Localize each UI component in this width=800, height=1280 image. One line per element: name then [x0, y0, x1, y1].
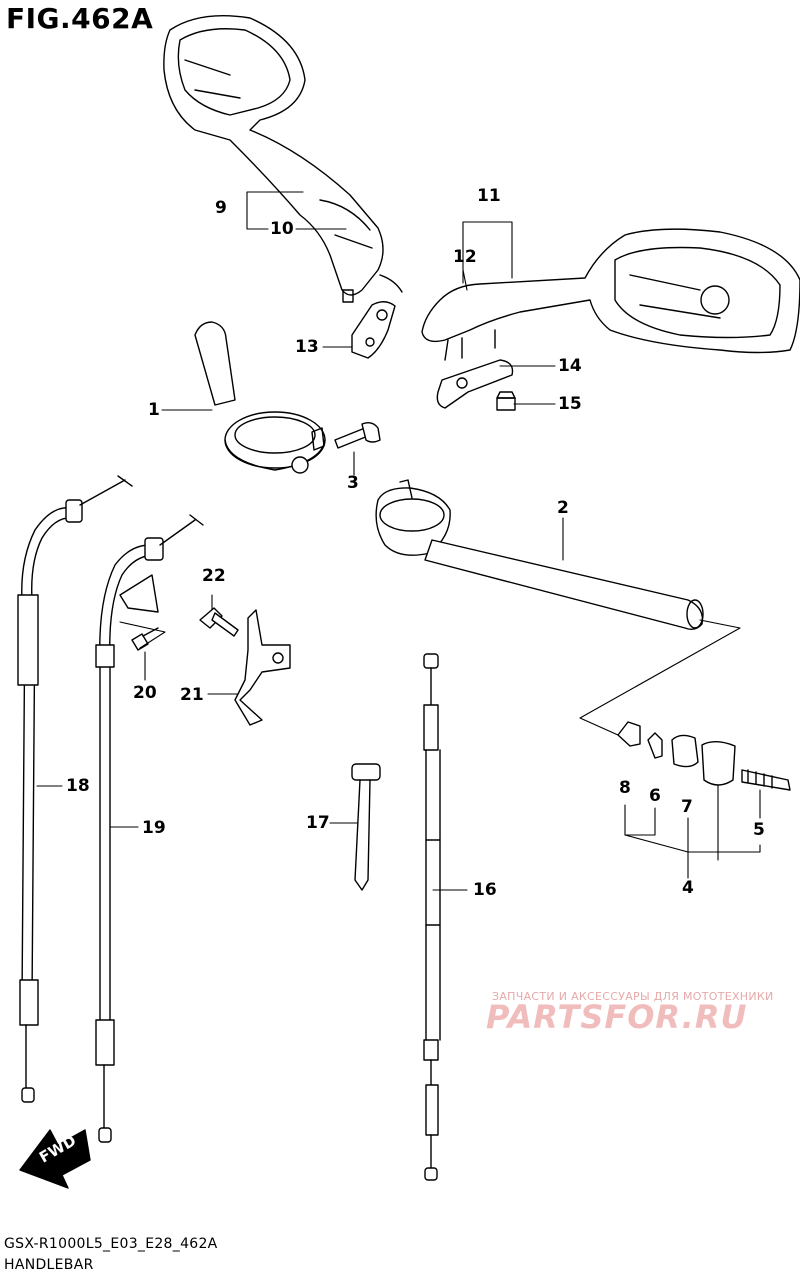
callout-12: 12: [453, 247, 477, 267]
nut-15: [496, 391, 516, 411]
callout-4: 4: [682, 878, 694, 898]
callout-21: 21: [180, 685, 204, 705]
callout-2: 2: [557, 498, 569, 518]
bolt-22: [199, 607, 239, 637]
callout-7: 7: [681, 797, 693, 817]
callout-10: 10: [270, 219, 294, 239]
watermark-tagline: ЗАПЧАСТИ И АКСЕССУАРЫ ДЛЯ МОТОТЕХНИКИ: [492, 990, 774, 1003]
callout-17: 17: [306, 813, 330, 833]
callout-1: 1: [148, 400, 160, 420]
right-mirror: [421, 228, 800, 361]
clutch-cable-16: [423, 653, 441, 1181]
callout-19: 19: [142, 818, 166, 838]
callout-18: 18: [66, 776, 90, 796]
left-mirror: [163, 15, 403, 303]
throttle-cable-18: [17, 475, 133, 1103]
callout-22: 22: [202, 566, 226, 586]
callout-14: 14: [558, 356, 582, 376]
mirror-bracket-14: [436, 359, 514, 409]
callout-16: 16: [473, 880, 497, 900]
callout-8: 8: [619, 778, 631, 798]
throttle-cable-19: [95, 514, 204, 1143]
left-handlebar-1: [194, 321, 326, 474]
callout-3: 3: [347, 473, 359, 493]
callout-13: 13: [295, 337, 319, 357]
model-code: GSX-R1000L5_E03_E28_462A: [4, 1236, 218, 1252]
callout-15: 15: [558, 394, 582, 414]
cable-clamp-21: [234, 609, 291, 726]
callout-5: 5: [753, 820, 765, 840]
leader-lines: [36, 191, 761, 891]
right-handlebar-2: [375, 479, 704, 631]
section-name: HANDLEBAR: [4, 1257, 94, 1273]
mirror-bracket-13: [351, 301, 396, 359]
figure-title: FIG.462A: [6, 2, 154, 35]
bar-end-weight-assembly: [617, 721, 791, 791]
fwd-arrow-icon: [19, 1129, 91, 1189]
watermark-logo: PARTSFOR.RU: [486, 998, 748, 1036]
callout-9: 9: [215, 198, 227, 218]
callout-6: 6: [649, 786, 661, 806]
callout-20: 20: [133, 683, 157, 703]
cable-tie-17: [351, 763, 381, 891]
bolt-3: [334, 421, 381, 449]
callout-11: 11: [477, 186, 501, 206]
